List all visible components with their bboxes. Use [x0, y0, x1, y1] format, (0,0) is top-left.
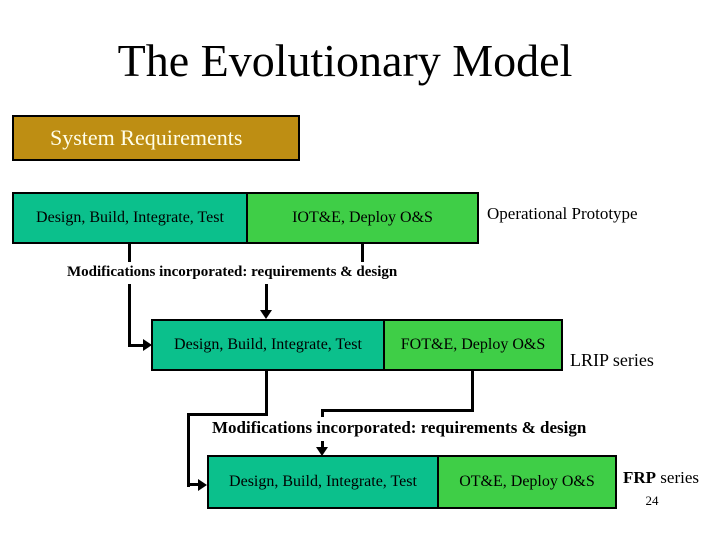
row2-phase-box: Design, Build, Integrate, Test — [153, 321, 383, 369]
iteration-row-1: Design, Build, Integrate, Test IOT&E, De… — [12, 192, 479, 244]
iteration-row-2: Design, Build, Integrate, Test FOT&E, De… — [151, 319, 563, 371]
row3-phase-box: Design, Build, Integrate, Test — [209, 457, 437, 507]
arrowhead-into-row2-left-icon — [143, 339, 152, 351]
connector-mod1-to-row2-vertical — [265, 284, 268, 311]
iteration-row-3: Design, Build, Integrate, Test OT&E, Dep… — [207, 455, 617, 509]
connector-into-mod2-stub — [321, 409, 324, 420]
connector-row2-deploy-drop — [471, 371, 474, 412]
connector-row1-deploy-stub — [361, 244, 364, 264]
arrowhead-into-row3-left-icon — [198, 479, 207, 491]
modifications-label-1: Modifications incorporated: requirements… — [64, 262, 401, 283]
row3-annotation: FRP series — [623, 468, 699, 488]
system-requirements-box: System Requirements — [12, 115, 300, 161]
slide-title: The Evolutionary Model — [117, 35, 573, 86]
row3-deploy-box: OT&E, Deploy O&S — [437, 457, 615, 507]
connector-row1-phase-stub — [128, 244, 131, 264]
connector-row1-to-row2-horizontal — [128, 344, 144, 347]
row2-deploy-box: FOT&E, Deploy O&S — [383, 321, 561, 369]
connector-row2-elbow-horizontal — [187, 413, 268, 416]
row3-annotation-bold: FRP — [623, 468, 657, 487]
connector-row2-to-row3-horizontal — [187, 483, 200, 486]
row3-annotation-rest: series — [656, 468, 700, 487]
arrowhead-into-row2-top-icon — [260, 310, 272, 319]
arrowhead-into-row3-top-icon — [316, 447, 328, 456]
connector-row1-to-row2-vertical — [128, 284, 131, 346]
connector-row2-deploy-elbow — [321, 409, 474, 412]
connector-mod2-to-row3-vertical — [321, 441, 324, 449]
connector-row2-to-row3-vertical — [187, 413, 190, 487]
row1-deploy-box: IOT&E, Deploy O&S — [246, 194, 477, 242]
connector-row2-phase-drop — [265, 371, 268, 416]
row1-phase-box: Design, Build, Integrate, Test — [14, 194, 246, 242]
page-number: 24 — [645, 493, 659, 508]
modifications-label-2: Modifications incorporated: requirements… — [209, 417, 590, 438]
row2-annotation: LRIP series — [570, 350, 654, 370]
system-requirements-label: System Requirements — [50, 125, 243, 150]
row1-annotation: Operational Prototype — [487, 204, 638, 223]
